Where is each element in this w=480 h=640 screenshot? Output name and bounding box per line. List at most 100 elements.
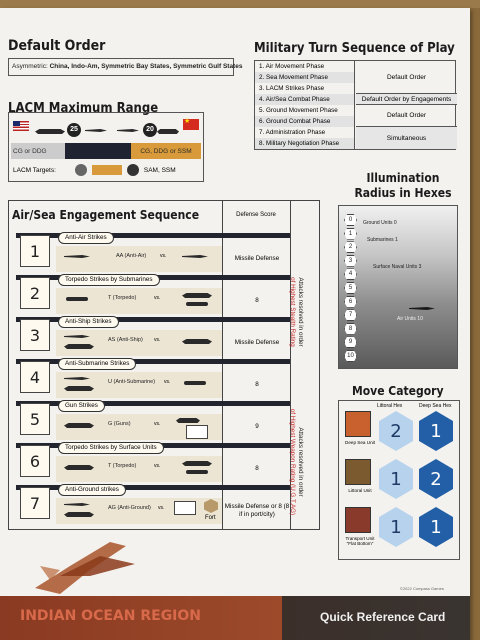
engagement-step-number: 5	[20, 403, 50, 435]
littoral-cost-hex: 2	[379, 411, 413, 451]
us-launcher-label: CG or DDG	[11, 143, 65, 159]
engagement-step-label: Torpedo Strikes by Surface Units	[58, 442, 164, 454]
engagement-step-label: Anti-Ship Strikes	[58, 316, 119, 328]
card-title: Quick Reference Card	[320, 610, 446, 624]
engagement-row-5: 5 Gun Strikes G (Guns) vs. 9	[16, 400, 292, 443]
target-sub-icon	[184, 381, 206, 385]
defense-score: Missile Defense	[234, 255, 280, 262]
move-category-box: Littoral Hex Deep Sea Hex Deep Sea Unit …	[338, 400, 460, 560]
engagement-step-body	[56, 288, 222, 314]
engagement-step-label: Anti-Submarine Strikes	[58, 358, 137, 370]
weapon-label: AG (Anti-Ground)	[108, 505, 151, 511]
target-ship-icon	[182, 339, 212, 344]
weapon-order-note: Attacks resolved in order of Highest Wea…	[288, 400, 304, 524]
engagement-step-label: Torpedo Strikes by Submarines	[58, 274, 160, 286]
row-caption: Littoral Unit	[348, 488, 372, 493]
fighter-jet-illustration	[35, 542, 135, 594]
engagement-row-7: 7 Anti-Ground strikes AG (Anti-Ground) v…	[16, 484, 292, 527]
vs-label: vs.	[154, 337, 161, 343]
illum-hex: 8	[344, 322, 357, 335]
illumination-title-line2: Radius in Hexes	[354, 186, 452, 200]
lacm-range-row: 25 20	[9, 115, 203, 141]
weapon-label: T (Torpedo)	[108, 295, 137, 301]
illum-ground-label: Ground Units 0	[363, 220, 397, 226]
defense-score: Missile Defense	[234, 339, 280, 346]
order-engagements: Default Order by Engagements	[356, 94, 457, 105]
submarine-icon	[66, 297, 88, 301]
move-row-littoral: Littoral Unit 1 2	[343, 459, 455, 503]
aircraft-icon	[409, 307, 435, 310]
deep-cost-hex: 1	[419, 507, 453, 547]
us-ship-icon	[35, 129, 65, 134]
deep-sea-counter	[345, 411, 371, 437]
phase-8: 8. Military Negotiation Phase	[255, 138, 355, 149]
phase-7: 7. Administration Phase	[255, 127, 355, 138]
weapon-label: AA (Anti-Air)	[116, 253, 147, 259]
phase-2: 2. Sea Movement Phase	[255, 72, 355, 83]
default-order-prefix: Asymmetric:	[12, 63, 50, 70]
row-band	[16, 359, 290, 364]
phase-5: 5. Ground Movement Phase	[255, 105, 355, 116]
lacm-targets-text: SAM, SSM	[143, 166, 176, 174]
cn-launcher-label: CG, DDG or SSM	[131, 143, 201, 159]
deep-cost-hex: 1	[419, 411, 453, 451]
launcher-icon	[126, 164, 139, 176]
illum-hex: 10	[344, 349, 357, 362]
missile-icon	[85, 129, 107, 132]
turn-sequence-title: Military Turn Sequence of Play	[254, 41, 455, 56]
illumination-panel: 0 1 2 3 4 5 6 7 8 9 10 Ground Units 0 Su…	[338, 205, 458, 369]
engagement-row-6: 6 Torpedo Strikes by Surface Units T (To…	[16, 442, 292, 485]
engagement-step-number: 6	[20, 445, 50, 477]
vs-label: vs.	[160, 253, 167, 259]
order-simultaneous: Simultaneous	[356, 127, 457, 149]
engagement-step-number: 3	[20, 319, 50, 351]
asw-aircraft-icon	[64, 377, 90, 380]
defense-score: 8	[255, 465, 259, 472]
illumination-title: Illumination Radius in Hexes	[348, 171, 458, 201]
engagement-step-number: 2	[20, 277, 50, 309]
deep-sea-hex-header: Deep Sea Hex	[419, 403, 452, 409]
phase-6: 6. Ground Combat Phase	[255, 116, 355, 127]
ship-icon	[64, 344, 94, 349]
row-band	[16, 485, 290, 490]
vs-label: vs.	[158, 505, 165, 511]
order-default-2: Default Order	[356, 105, 457, 127]
us-range-badge: 25	[67, 123, 81, 137]
weapon-note-line2: of Highest Weapon Rating (U,G,T,AG)	[289, 408, 296, 516]
torpedo-ship-icon	[64, 465, 94, 470]
quick-reference-card: Default Order Asymmetric: China, Indo-Am…	[0, 8, 470, 640]
stealth-order-note: Attacks resolved in order of Highest Ste…	[288, 264, 304, 360]
illumination-hex-column: 0 1 2 3 4 5 6 7 8 9 10	[344, 214, 358, 364]
gun-ship-icon	[64, 423, 94, 428]
engagement-step-label: Anti-Ground strikes	[58, 484, 126, 496]
stealth-note-line1: Attacks resolved in order	[297, 277, 304, 347]
littoral-cost-hex: 1	[379, 459, 413, 499]
defense-score: 8	[255, 297, 259, 304]
littoral-cost-hex: 1	[379, 507, 413, 547]
row-band	[16, 401, 290, 406]
defense-score: 8	[255, 381, 259, 388]
engagement-row-2: 2 Torpedo Strikes by Submarines T (Torpe…	[16, 274, 292, 317]
target-ship-icon	[182, 461, 212, 466]
lacm-range-bar: CG or DDG CG, DDG or SSM	[11, 143, 201, 159]
weapon-label: T (Torpedo)	[108, 463, 137, 469]
footer-banner: INDIAN OCEAN REGION Quick Reference Card	[0, 596, 470, 640]
defense-score-header: Defense Score	[236, 212, 276, 218]
engagement-step-body	[56, 498, 222, 524]
target-ship-icon	[182, 293, 212, 298]
row-band	[16, 233, 290, 238]
weapon-label: U (Anti-Submarine)	[108, 379, 156, 385]
phase-4: 4. Air/Sea Combat Phase	[255, 94, 355, 105]
illum-surface-label: Surface Naval Units 3	[373, 264, 422, 270]
engagement-divider	[222, 200, 223, 530]
sam-site-icon	[74, 164, 87, 176]
littoral-counter	[345, 459, 371, 485]
fort-label: Fort	[205, 515, 216, 521]
lacm-box: 25 20 CG or DDG CG, DDG or SSM LACM Targ…	[8, 112, 204, 182]
illum-hex: 0	[344, 214, 357, 226]
ship-icon	[64, 512, 94, 517]
table-edge	[0, 0, 480, 8]
fighter-icon	[64, 255, 90, 258]
weapon-label: G (Guns)	[108, 421, 131, 427]
target-sub-icon	[186, 302, 208, 306]
